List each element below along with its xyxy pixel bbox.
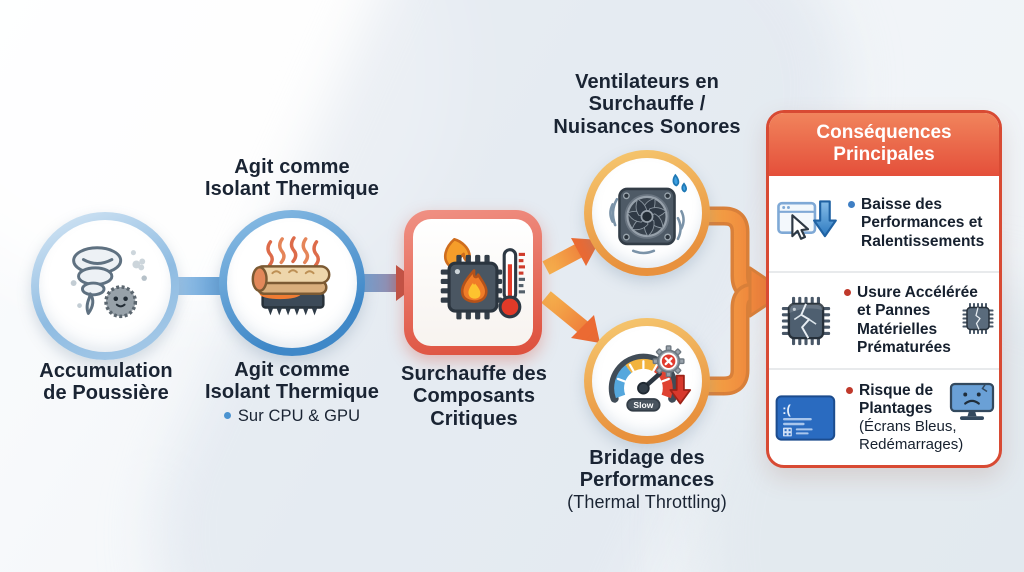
gauge-slow-label: Slow bbox=[633, 400, 653, 410]
cracked-chip-small-icon bbox=[962, 302, 994, 334]
right-icon-wrap bbox=[960, 300, 996, 341]
gauge-slow-icon: Slow bbox=[608, 345, 692, 412]
node-dust bbox=[31, 212, 179, 360]
consequences-panel: Conséquences Principales bbox=[766, 110, 1002, 468]
bsod-face-text: :( bbox=[782, 402, 791, 417]
cracked-chip-icon bbox=[781, 296, 831, 345]
node-overheat bbox=[404, 210, 542, 355]
node-throttle: Slow bbox=[584, 318, 710, 444]
node-overheat-inner bbox=[413, 219, 533, 346]
label-dust: Accumulation de Poussière bbox=[39, 360, 173, 405]
label-throttle: Bridage des Performances (Thermal Thrott… bbox=[567, 447, 727, 512]
arrow-overheat-to-throttle bbox=[541, 291, 600, 343]
gear-error-icon bbox=[652, 345, 685, 378]
label-insulator-title: Agit comme Isolant Thermique bbox=[205, 156, 379, 201]
consequence-text: Risque de Plantages (Écrans Bleus, Redém… bbox=[846, 382, 963, 454]
panel-title: Conséquences Principales bbox=[769, 113, 999, 177]
bullet-dot bbox=[223, 411, 231, 419]
consequence-item-wear: Usure Accélérée et Pannes Matérielles Pr… bbox=[769, 271, 999, 368]
node-fans bbox=[584, 150, 710, 276]
node-dust-inner bbox=[39, 220, 171, 352]
fan-icon bbox=[609, 173, 687, 255]
insulator-bullet-text: Sur CPU & GPU bbox=[237, 406, 361, 425]
label-insulator: Agit comme Isolant Thermique Sur CPU & G… bbox=[205, 359, 379, 425]
label-fans-title: Ventilateurs en Surchauffe / Nuisances S… bbox=[553, 71, 741, 138]
node-insulator-inner bbox=[227, 218, 357, 348]
sad-monitor-icon bbox=[949, 383, 995, 421]
consequence-icon-wrap: :( bbox=[775, 393, 839, 443]
down-arrow-blue-icon bbox=[812, 199, 837, 237]
right-icon-wrap bbox=[948, 382, 996, 431]
node-fans-inner bbox=[592, 158, 702, 268]
consequence-icon-wrap bbox=[775, 196, 841, 252]
dust-tornado-icon bbox=[70, 246, 147, 319]
consequence-item-performance: Baisse des Performances et Ralentissemen… bbox=[769, 176, 999, 271]
consequence-icon-wrap bbox=[775, 293, 837, 349]
node-insulator bbox=[219, 210, 365, 356]
blanket-on-chip-icon bbox=[251, 236, 331, 316]
node-throttle-inner: Slow bbox=[592, 326, 702, 436]
bullet-dot bbox=[844, 288, 851, 296]
consequence-item-crashes: :( Risque de Plantages (Écrans Bleus, Re… bbox=[769, 368, 999, 465]
window-slowdown-icon bbox=[777, 199, 837, 240]
bullet-dot bbox=[846, 386, 853, 394]
consequence-text: Baisse des Performances et Ralentissemen… bbox=[848, 196, 984, 251]
bsod-icon: :( bbox=[775, 394, 836, 441]
bullet-dot bbox=[848, 201, 855, 209]
label-overheat: Surchauffe des Composants Critiques bbox=[401, 363, 547, 430]
burning-chip-thermometer-icon bbox=[440, 237, 525, 319]
panel-body: Baisse des Performances et Ralentissemen… bbox=[769, 176, 999, 465]
consequence-text: Usure Accélérée et Pannes Matérielles Pr… bbox=[844, 284, 978, 357]
